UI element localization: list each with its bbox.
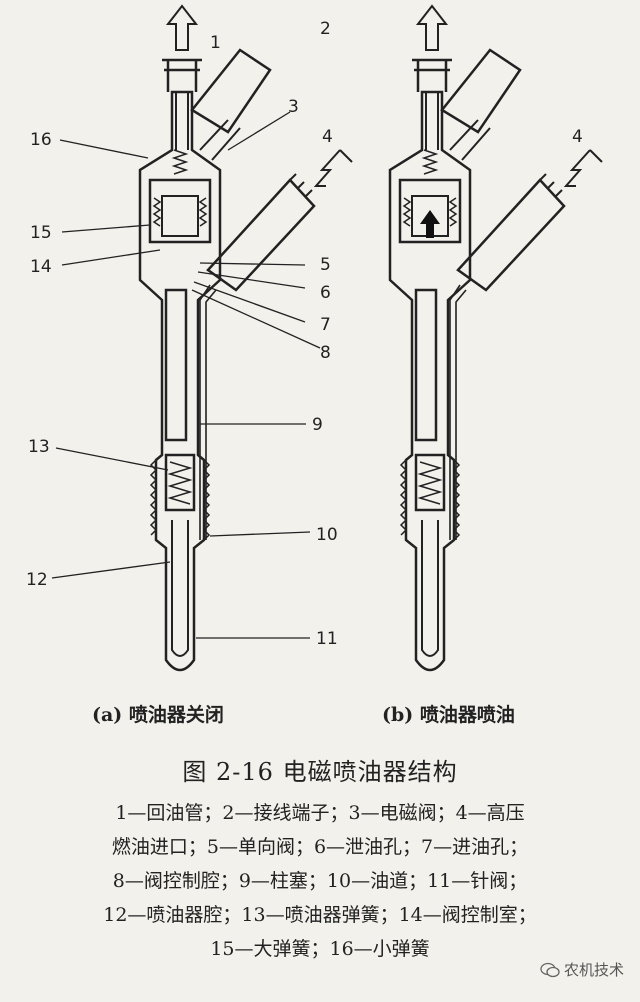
label-16: 16	[30, 130, 52, 150]
label-5: 5	[320, 255, 331, 275]
figure-title: 图 2-16 电磁喷油器结构	[182, 758, 458, 786]
wechat-icon	[540, 962, 560, 977]
label-10: 10	[316, 525, 338, 545]
arrow-up-filled-icon	[420, 210, 440, 238]
label-11: 11	[316, 629, 338, 649]
legend-line: 15—大弹簧；16—小弹簧	[210, 938, 430, 960]
legend-line: 8—阀控制腔；9—柱塞；10—油道；11—针阀；	[112, 870, 528, 892]
legend: 1—回油管；2—接线端子；3—电磁阀；4—高压 燃油进口；5—单向阀；6—泄油孔…	[14, 796, 626, 966]
arrow-inlet-icon	[563, 149, 603, 187]
injector-diagram: 1 2 3 4 4 16 15 14 5 6 7 8 9 13 10 12 11	[26, 4, 603, 672]
label-1: 1	[210, 33, 221, 53]
watermark-text: 农机技术	[563, 961, 624, 979]
arrow-up-icon	[165, 4, 199, 51]
label-12: 12	[26, 570, 48, 590]
arrow-up-icon	[415, 4, 449, 51]
legend-line: 燃油进口；5—单向阀；6—泄油孔；7—进油孔；	[111, 836, 529, 858]
arrow-inlet-icon	[313, 149, 353, 187]
leader-lines	[51, 111, 321, 639]
label-14: 14	[30, 257, 52, 277]
label-2: 2	[320, 19, 331, 39]
label-4: 4	[322, 127, 333, 147]
watermark: 农机技术	[540, 959, 624, 980]
label-9: 9	[312, 415, 323, 435]
label-7: 7	[320, 315, 331, 335]
legend-line: 12—喷油器腔；13—喷油器弹簧；14—阀控制室；	[103, 904, 537, 926]
subcaption-a: (a) 喷油器关闭	[92, 704, 224, 726]
subcaption-b: (b) 喷油器喷油	[382, 704, 515, 726]
label-3: 3	[288, 97, 299, 117]
injector-open	[388, 4, 603, 672]
legend-line: 1—回油管；2—接线端子；3—电磁阀；4—高压	[115, 802, 525, 824]
label-15: 15	[30, 223, 52, 243]
label-8: 8	[320, 343, 331, 363]
label-6: 6	[320, 283, 331, 303]
label-13: 13	[28, 437, 50, 457]
label-4b: 4	[572, 127, 583, 147]
injector-closed	[138, 4, 353, 672]
